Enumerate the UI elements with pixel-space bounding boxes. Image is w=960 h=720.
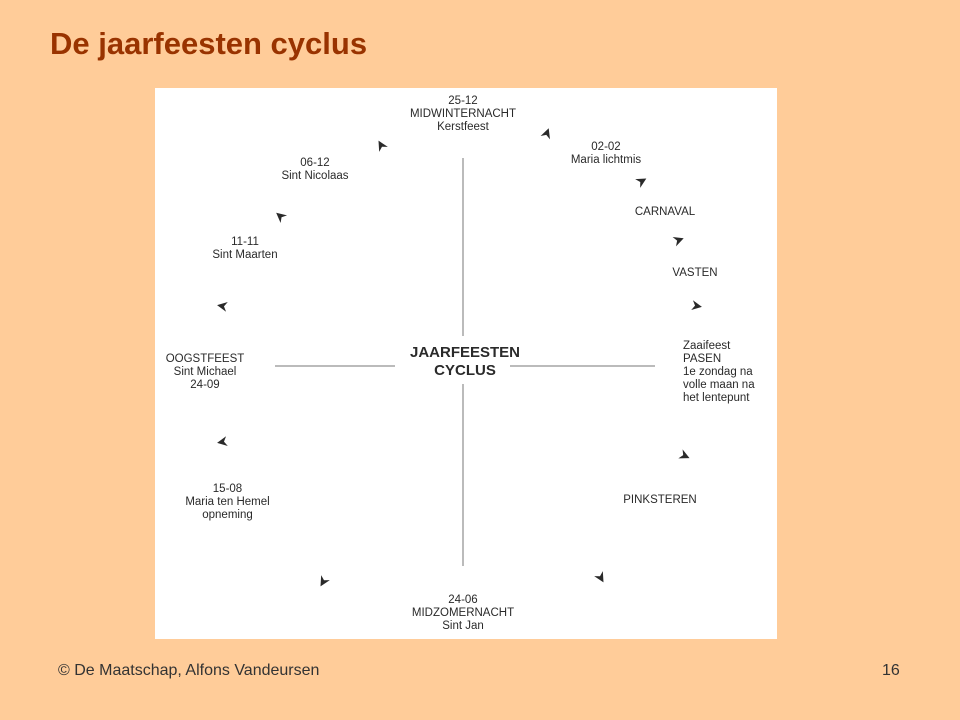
festival-note: 1e zondag na xyxy=(683,366,753,378)
festival-midzomer: 24-06 MIDZOMERNACHT Sint Jan xyxy=(383,594,543,633)
festival-name: PINKSTEREN xyxy=(623,494,697,506)
festival-sint-maarten: 11-11 Sint Maarten xyxy=(195,236,295,262)
festival-subtitle: opneming xyxy=(202,509,253,521)
festival-pasen: Zaaifeest PASEN 1e zondag na volle maan … xyxy=(683,340,773,405)
festival-subtitle: Sint Michael xyxy=(173,366,237,378)
festival-carnaval: CARNAVAL xyxy=(615,206,715,219)
festival-name: VASTEN xyxy=(672,267,718,279)
center-label: JAARFEESTEN CYCLUS xyxy=(385,344,545,380)
festival-date: 02-02 xyxy=(591,141,621,153)
arrowhead-5 xyxy=(678,449,690,459)
festival-vasten: VASTEN xyxy=(645,267,745,280)
festival-name: MIDWINTERNACHT xyxy=(409,108,517,120)
festival-name: Maria lichtmis xyxy=(570,154,642,166)
festival-date: 25-12 xyxy=(448,95,478,107)
festival-name: Maria ten Hemel xyxy=(185,496,270,508)
festival-date: 15-08 xyxy=(212,483,243,495)
arrowhead-4 xyxy=(691,300,702,311)
arrowhead-10 xyxy=(276,212,288,224)
center-line-2: CYCLUS xyxy=(434,362,496,379)
cycle-graphics xyxy=(217,128,702,587)
festival-name: PASEN xyxy=(683,353,722,365)
arrowhead-6 xyxy=(594,571,604,583)
arrowhead-9 xyxy=(217,301,228,312)
festival-name: MIDZOMERNACHT xyxy=(411,607,515,619)
arrowhead-2 xyxy=(635,178,647,188)
festival-note: volle maan na xyxy=(683,379,755,391)
festival-oogstfeest: OOGSTFEEST Sint Michael 24-09 xyxy=(155,353,255,392)
festival-pinksteren: PINKSTEREN xyxy=(605,494,715,507)
festival-name: Sint Nicolaas xyxy=(281,170,349,182)
arrowhead-8 xyxy=(217,436,228,447)
festival-subtitle: Kerstfeest xyxy=(437,121,489,133)
festival-name: OOGSTFEEST xyxy=(165,353,245,365)
slide-title: De jaarfeesten cyclus xyxy=(50,26,368,61)
arrowheads xyxy=(217,128,702,587)
festival-note: het lentepunt xyxy=(683,392,750,404)
festival-date: 11-11 xyxy=(231,236,259,248)
festival-name: CARNAVAL xyxy=(634,206,696,218)
festival-subtitle: Sint Jan xyxy=(442,620,484,632)
festival-maria-ten-hemel: 15-08 Maria ten Hemel opneming xyxy=(175,483,280,522)
center-line-1: JAARFEESTEN xyxy=(409,344,521,361)
festival-sint-nicolaas: 06-12 Sint Nicolaas xyxy=(265,157,365,183)
festival-date: 24-09 xyxy=(190,379,220,391)
arrowhead-11 xyxy=(378,140,388,152)
festival-maria-lichtmis: 02-02 Maria lichtmis xyxy=(551,141,661,167)
arrowhead-7 xyxy=(320,575,330,587)
festival-name: Sint Maarten xyxy=(212,249,278,261)
festival-date: 06-12 xyxy=(300,157,330,169)
arrowhead-3 xyxy=(672,237,684,247)
footer-copyright: © De Maatschap, Alfons Vandeursen xyxy=(58,662,320,679)
festival-midwinter: 25-12 MIDWINTERNACHT Kerstfeest xyxy=(383,95,543,134)
festival-date: 24-06 xyxy=(448,594,478,606)
festival-subtitle: Zaaifeest xyxy=(683,340,731,352)
arrowhead-1 xyxy=(540,128,550,140)
footer-page-number: 16 xyxy=(882,662,900,679)
cycle-diagram: JAARFEESTEN CYCLUS 25-12 MIDWINTERNACHT … xyxy=(155,88,777,639)
